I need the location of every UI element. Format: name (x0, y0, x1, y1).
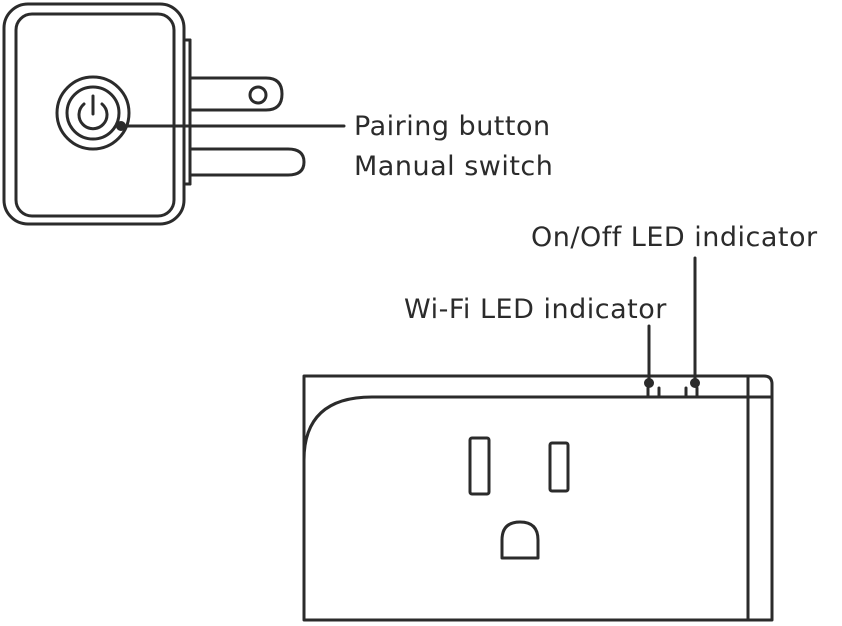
outlet-body (302, 374, 774, 622)
plug-body-outer (2, 2, 186, 226)
wifi-led-label: Wi-Fi LED indicator (404, 294, 667, 325)
outlet-slot-left (468, 436, 491, 496)
plug-body-inner (14, 12, 176, 218)
outlet-ground-hole (500, 520, 540, 560)
plug-side-view (2, 2, 306, 226)
outlet-front-view (302, 374, 774, 622)
outlet-slot-right (548, 441, 570, 493)
plug-prong-bottom (188, 147, 306, 177)
outlet-face-curve (302, 395, 774, 462)
plug-prong-top (188, 76, 284, 112)
power-button-icon (55, 75, 131, 151)
onoff-led-dot (690, 378, 700, 388)
onoff-led-tab (684, 386, 699, 399)
pairing-button-label: Pairing button (354, 111, 551, 142)
pairing-leader-dot (116, 121, 126, 131)
wifi-led-dot (644, 378, 654, 388)
prong-hole (248, 85, 268, 105)
wifi-led-tab (646, 386, 661, 399)
onoff-led-label: On/Off LED indicator (531, 222, 818, 253)
manual-switch-label: Manual switch (354, 151, 554, 182)
